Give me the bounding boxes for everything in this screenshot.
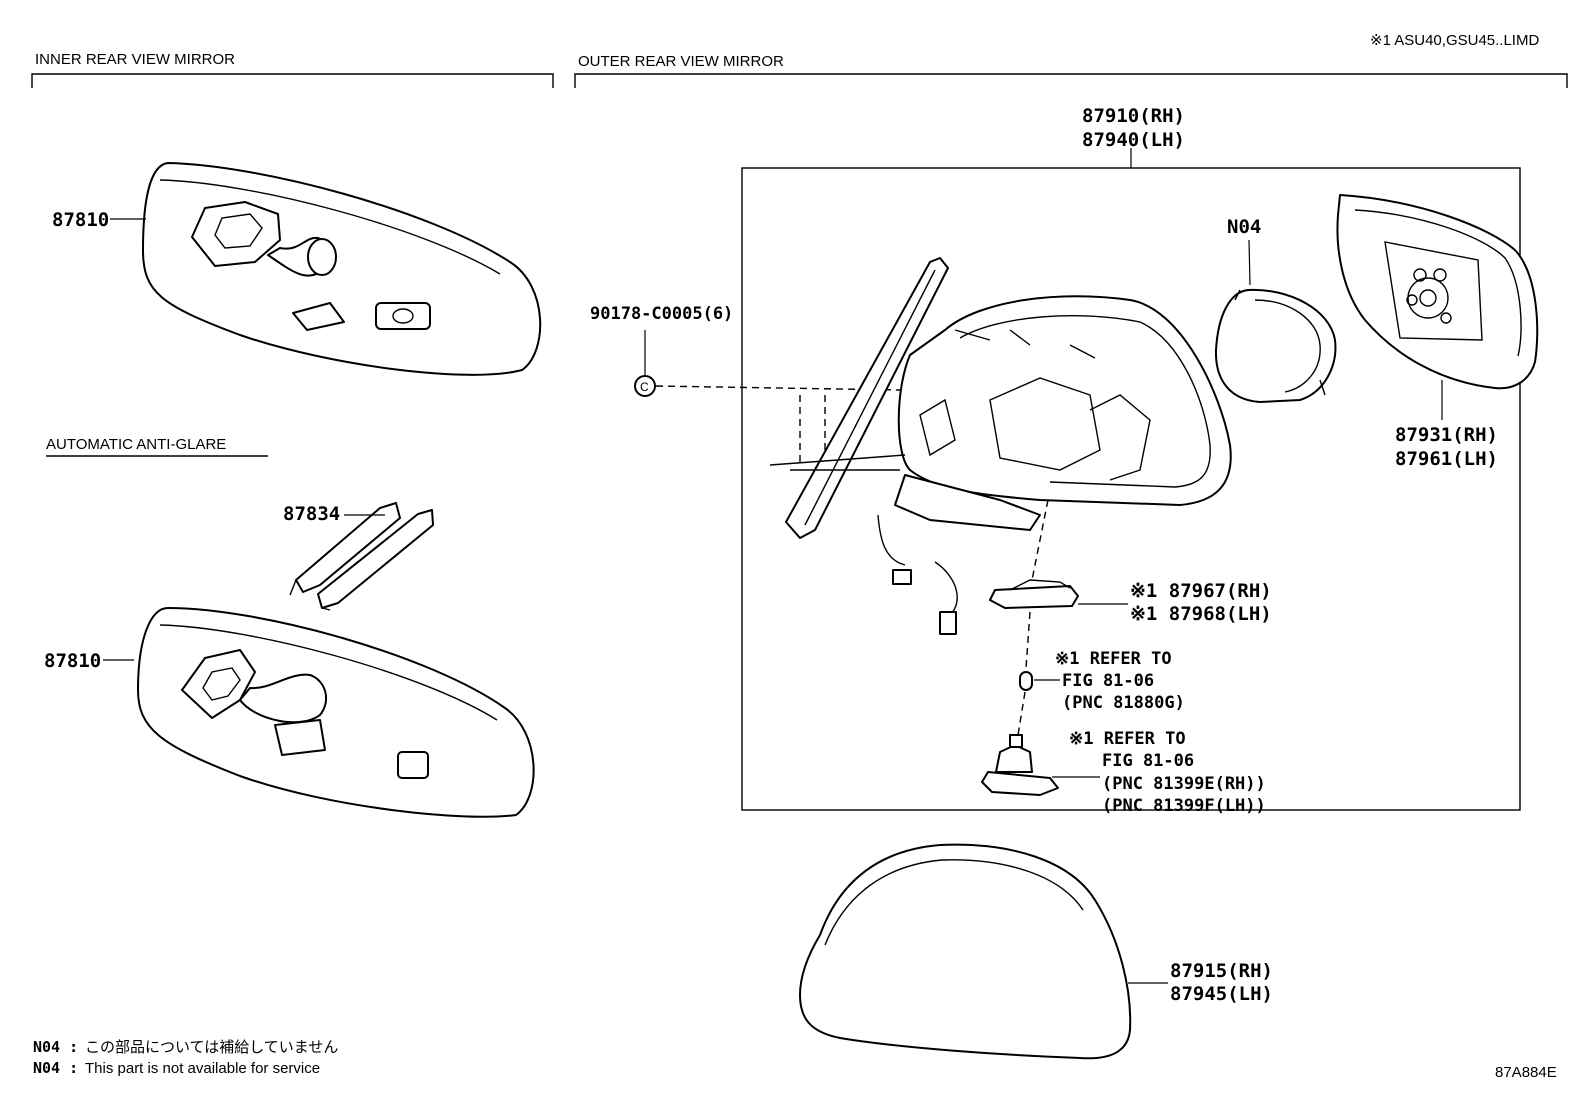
ref-81399-line2: FIG 81-06 xyxy=(1102,751,1194,771)
leader-n04 xyxy=(1248,239,1251,286)
section-bracket-outer xyxy=(574,73,1568,88)
ref-81880g-line2: FIG 81-06 xyxy=(1062,671,1154,691)
part-label-87931-rh: 87931(RH) xyxy=(1395,424,1498,446)
mirror-glass-87931-illustration xyxy=(1336,194,1539,390)
figure-id: 87A884E xyxy=(1495,1064,1557,1081)
bulb-dash-line-b xyxy=(1017,691,1026,736)
ref-81399-line4: (PNC 81399F(LH)) xyxy=(1102,796,1266,816)
part-label-87968-lh: ※1 87968(LH) xyxy=(1130,603,1272,625)
screw-dash-line xyxy=(655,385,901,391)
lamp-dash-line xyxy=(1031,499,1049,581)
part-label-n04: N04 xyxy=(1227,216,1261,238)
footnote-applicability: ※1 ASU40,GSU45..LIMD xyxy=(1370,32,1539,49)
part-label-87967-rh: ※1 87967(RH) xyxy=(1130,580,1272,602)
ref-81399-line3: (PNC 81399E(RH)) xyxy=(1102,774,1266,794)
inner-mirror-87810-auto-illustration xyxy=(137,607,535,818)
socket-81399-illustration xyxy=(981,734,1059,796)
ref-81399-line1: ※1 REFER TO xyxy=(1069,729,1186,749)
note-n04-jp-code: N04 : xyxy=(33,1038,78,1056)
note-n04-en-text: This part is not available for service xyxy=(85,1060,320,1077)
part-label-87810-auto: 87810 xyxy=(44,650,101,672)
part-label-87915-rh: 87915(RH) xyxy=(1170,960,1273,982)
screw-90178-illustration: C xyxy=(634,375,656,397)
part-label-87961-lh: 87961(LH) xyxy=(1395,448,1498,470)
motor-n04-illustration xyxy=(1214,288,1337,403)
bulb-81880g-illustration xyxy=(1019,671,1033,691)
ref-81880g-line3: (PNC 81880G) xyxy=(1062,693,1185,713)
inner-mirror-87810-illustration xyxy=(142,162,542,376)
part-label-87945-lh: 87945(LH) xyxy=(1170,983,1273,1005)
ref-81880g-line1: ※1 REFER TO xyxy=(1055,649,1172,669)
part-label-90178: 90178-C0005(6) xyxy=(590,304,733,324)
mount-dash-lines xyxy=(799,395,826,465)
part-label-87910-rh: 87910(RH) xyxy=(1082,105,1185,127)
clip-symbol: C xyxy=(640,380,649,394)
harness-87834-illustration xyxy=(289,502,434,611)
section-bracket-inner xyxy=(31,73,554,88)
subsection-title-auto-anti-glare: AUTOMATIC ANTI-GLARE xyxy=(46,436,226,453)
bulb-dash-line-a xyxy=(1025,611,1031,669)
part-label-87940-lh: 87940(LH) xyxy=(1082,129,1185,151)
note-n04-jp-text: この部品については補給していません xyxy=(85,1039,338,1056)
section-title-outer: OUTER REAR VIEW MIRROR xyxy=(578,53,784,70)
part-label-87834: 87834 xyxy=(283,503,340,525)
mirror-cover-87915-illustration xyxy=(799,843,1132,1060)
part-label-87810-top: 87810 xyxy=(52,209,109,231)
section-title-inner: INNER REAR VIEW MIRROR xyxy=(35,51,235,68)
note-n04-en-code: N04 : xyxy=(33,1059,78,1077)
mirror-housing-87910-illustration xyxy=(769,257,1232,635)
turn-lamp-87967-illustration xyxy=(989,579,1079,609)
